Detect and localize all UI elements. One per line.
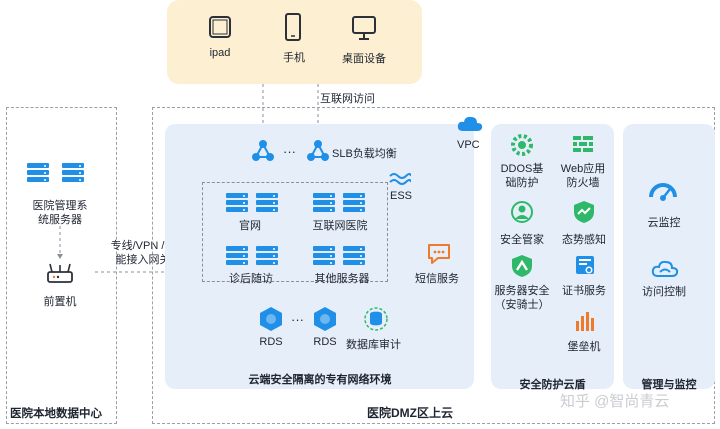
internet-hospital-label: 互联网医院: [312, 220, 368, 232]
vpc-cloud-icon: [457, 116, 483, 131]
hospital-server-icon-1: [27, 163, 49, 182]
rds-label-1: RDS: [259, 336, 283, 348]
security-title: 安全防护云盾: [519, 379, 586, 391]
ddos-label-1: DDOS基: [500, 163, 544, 175]
other-servers-label: 其他服务器: [314, 273, 370, 285]
monitor-panel: [623, 124, 715, 389]
desktop-icon: [352, 16, 376, 40]
rds-dots: ···: [291, 312, 304, 327]
cloud-dmz-title: 医院DMZ区上云: [367, 406, 453, 420]
situation-awareness-label: 态势感知: [562, 234, 606, 246]
internet-hospital-server-1: [313, 193, 335, 212]
frontend-label: 前置机: [43, 296, 77, 308]
local-data-center-box: [6, 107, 117, 424]
phone-label: 手机: [283, 52, 305, 64]
slb-dots: ···: [283, 144, 296, 159]
link-label-line2: 能接入网关: [115, 254, 171, 266]
other-server-1: [313, 246, 335, 265]
vpc-caption: 云端安全隔离的专有网络环境: [248, 374, 392, 386]
slb-icon-1: [252, 140, 274, 161]
hospital-server-label-1: 医院管理系: [32, 200, 88, 212]
bastion-host-icon: [576, 312, 594, 331]
security-manager-label: 安全管家: [500, 234, 544, 246]
other-server-2: [343, 246, 365, 265]
cloud-monitor-icon: [649, 183, 677, 201]
internet-access-label: 互联网访问: [320, 93, 375, 105]
waf-label-1: Web应用: [560, 163, 606, 175]
ess-server-group: [202, 182, 388, 282]
bastion-host-label: 堡垒机: [567, 341, 601, 353]
tablet-icon: [209, 16, 231, 38]
monitor-title: 管理与监控: [641, 379, 697, 391]
situation-awareness-icon: [574, 201, 594, 223]
hospital-server-label-2: 统服务器: [38, 214, 82, 226]
security-panel: [491, 124, 614, 389]
access-control-icon: [651, 260, 679, 277]
ess-icon: [389, 173, 411, 185]
phone-icon: [285, 13, 301, 41]
security-manager-icon: [511, 201, 533, 223]
rds-label-2: RDS: [313, 336, 337, 348]
official-site-server-2: [256, 193, 278, 212]
desktop-label: 桌面设备: [342, 53, 386, 65]
certificate-label: 证书服务: [562, 285, 606, 297]
slb-label: SLB负载均衡: [332, 148, 397, 160]
server-security-label-1: 服务器安全: [494, 285, 550, 297]
official-site-server-1: [226, 193, 248, 212]
access-control-label: 访问控制: [642, 286, 686, 298]
slb-icon-2: [307, 140, 329, 161]
follow-up-server-1: [226, 246, 248, 265]
certificate-icon: [576, 256, 594, 274]
watermark-text: 知乎 @智尚青云: [560, 393, 670, 410]
sms-label: 短信服务: [415, 273, 459, 285]
ipad-label: ipad: [209, 47, 231, 59]
follow-up-server-2: [256, 246, 278, 265]
local-dc-title: 医院本地数据中心: [10, 408, 102, 420]
cloud-monitor-label: 云监控: [647, 217, 681, 229]
vpc-label: VPC: [457, 139, 480, 151]
server-security-icon: [512, 255, 532, 277]
hospital-server-icon-2: [62, 163, 84, 182]
server-security-label-2: （安骑士）: [494, 299, 550, 311]
db-audit-icon: [364, 307, 388, 331]
official-site-label: 官网: [239, 220, 261, 232]
waf-label-2: 防火墙: [566, 177, 600, 189]
rds-icon-1: [260, 307, 282, 331]
internet-hospital-server-2: [343, 193, 365, 212]
ess-label: ESS: [390, 190, 413, 202]
follow-up-label: 诊后随访: [229, 273, 273, 285]
router-icon: [47, 263, 73, 283]
sms-icon: [428, 244, 450, 264]
link-label-line1: 专线/VPN /智: [110, 240, 176, 252]
waf-firewall-icon: [573, 136, 593, 152]
rds-icon-2: [314, 307, 336, 331]
ddos-gear-icon: [511, 134, 533, 156]
db-audit-label: 数据库审计: [346, 339, 401, 351]
ddos-label-2: 础防护: [505, 177, 539, 189]
